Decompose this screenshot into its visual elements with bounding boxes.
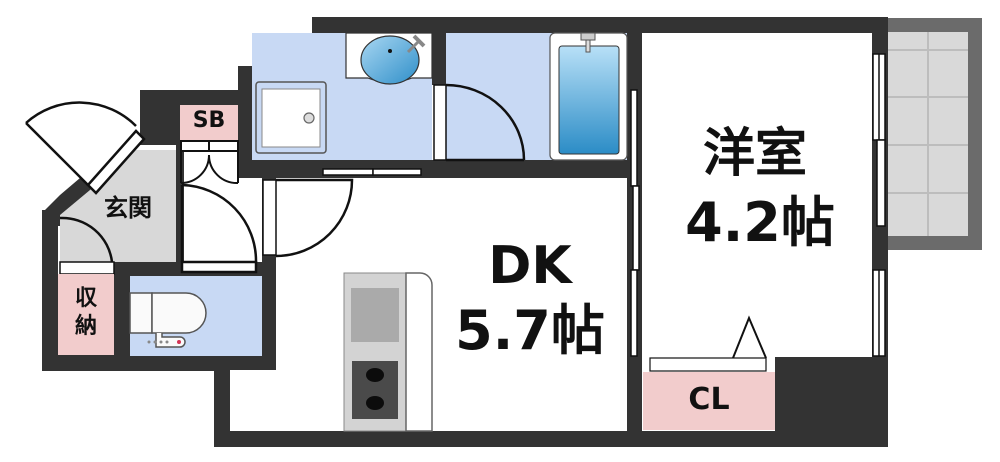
kitchen-sink bbox=[351, 288, 399, 342]
genkan-floor bbox=[60, 150, 176, 262]
label-storage-1: 収 bbox=[74, 286, 97, 311]
shoe-box-doors[interactable] bbox=[180, 140, 239, 185]
closet-door[interactable] bbox=[649, 315, 767, 372]
label-dk-size: 5.7帖 bbox=[455, 299, 605, 362]
label-western-room-size: 4.2帖 bbox=[685, 191, 835, 254]
label-storage-2: 納 bbox=[74, 314, 97, 339]
toilet-icon bbox=[129, 292, 207, 348]
dk-door[interactable] bbox=[262, 178, 354, 258]
bathroom-door[interactable] bbox=[433, 83, 526, 162]
label-dk-name: DK bbox=[488, 236, 572, 296]
sink-icon bbox=[345, 32, 433, 85]
label-closet: CL bbox=[688, 382, 730, 417]
entrance-door[interactable] bbox=[25, 101, 146, 263]
closet bbox=[643, 372, 775, 430]
shoe-box bbox=[180, 105, 238, 140]
walls bbox=[42, 17, 888, 447]
storage bbox=[58, 274, 114, 355]
kitchen-counter bbox=[343, 272, 433, 432]
balcony bbox=[882, 18, 982, 250]
hall-door[interactable] bbox=[180, 183, 258, 274]
label-shoe-box: SB bbox=[192, 108, 226, 133]
balcony-window[interactable] bbox=[872, 53, 886, 357]
label-genkan: 玄関 bbox=[104, 194, 152, 222]
room-sliding-door[interactable] bbox=[630, 89, 640, 357]
washing-machine-pan bbox=[255, 81, 327, 154]
label-western-room-name: 洋室 bbox=[702, 124, 807, 184]
bathtub-icon bbox=[549, 32, 628, 161]
washroom-sliding-door[interactable] bbox=[322, 168, 422, 176]
dk-floor bbox=[276, 178, 627, 431]
western-room-floor bbox=[642, 33, 872, 357]
